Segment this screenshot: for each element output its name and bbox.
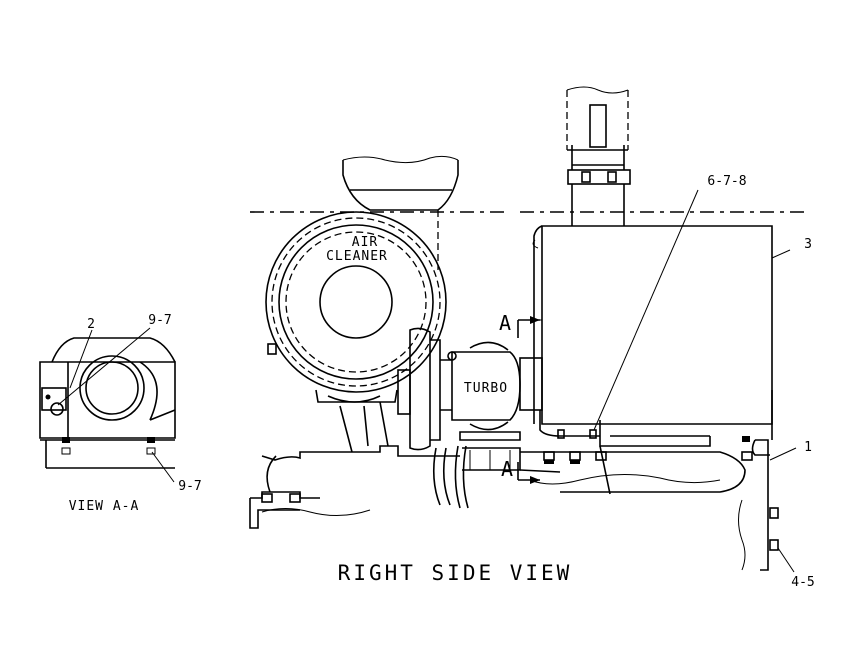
callout-6-7-8: 6-7-8	[707, 174, 746, 189]
callout-9-7-top: 9-7	[148, 313, 171, 328]
callout-1: 1	[804, 440, 812, 455]
view-a-a-title: VIEW A-A	[69, 499, 140, 514]
right-side-view-drawing	[249, 86, 805, 573]
air-cleaner-label-line2: CLEANER	[326, 249, 388, 264]
section-marker-a-lower: A	[501, 457, 513, 481]
view-a-a-detail	[39, 327, 176, 483]
callout-4-5: 4-5	[791, 575, 814, 590]
turbo-label: TURBO	[464, 381, 508, 396]
right-side-view-title: RIGHT SIDE VIEW	[338, 561, 573, 585]
callout-2: 2	[87, 317, 95, 332]
air-cleaner-label-line1: AIR	[352, 235, 378, 250]
callout-9-7-bottom: 9-7	[178, 479, 201, 494]
callout-3: 3	[804, 237, 812, 252]
section-marker-a-upper: A	[499, 311, 511, 335]
